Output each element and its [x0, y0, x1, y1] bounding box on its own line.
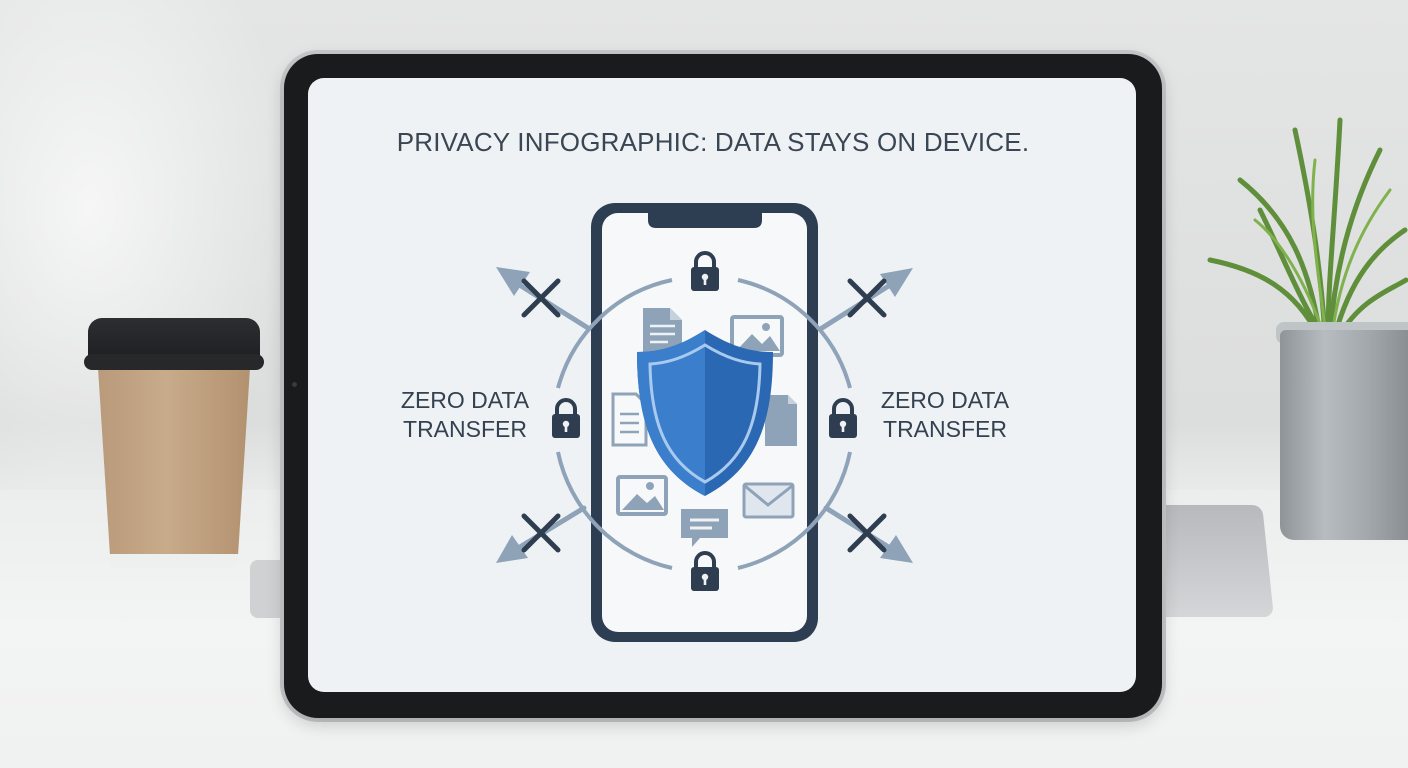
- infographic-title: PRIVACY INFOGRAPHIC: DATA STAYS ON DEVIC…: [396, 127, 1030, 157]
- plant-pot: [1280, 330, 1408, 540]
- right-label-line2: TRANSFER: [883, 416, 1007, 442]
- mail-icon: [742, 482, 795, 519]
- coffee-cup: [84, 318, 264, 568]
- document-icon: [611, 392, 648, 447]
- orbit-ring: [556, 278, 852, 570]
- right-label-line1: ZERO DATA: [880, 387, 1010, 413]
- lock-icon: [827, 398, 859, 440]
- tablet-camera: [292, 382, 297, 387]
- document-icon: [765, 395, 797, 446]
- shield-icon: [637, 330, 773, 496]
- document-icon: [643, 308, 682, 352]
- lock-icon: [550, 398, 582, 440]
- left-label-line2: TRANSFER: [403, 416, 527, 442]
- message-icon: [681, 509, 728, 547]
- left-label: ZERO DATA TRANSFER: [392, 386, 538, 444]
- image-icon: [616, 475, 668, 516]
- left-label-line1: ZERO DATA: [400, 387, 530, 413]
- cross-icon: [524, 281, 558, 315]
- cross-icon: [850, 281, 884, 315]
- cross-icon: [850, 516, 884, 550]
- right-label: ZERO DATA TRANSFER: [872, 386, 1018, 444]
- cross-icon: [524, 516, 558, 550]
